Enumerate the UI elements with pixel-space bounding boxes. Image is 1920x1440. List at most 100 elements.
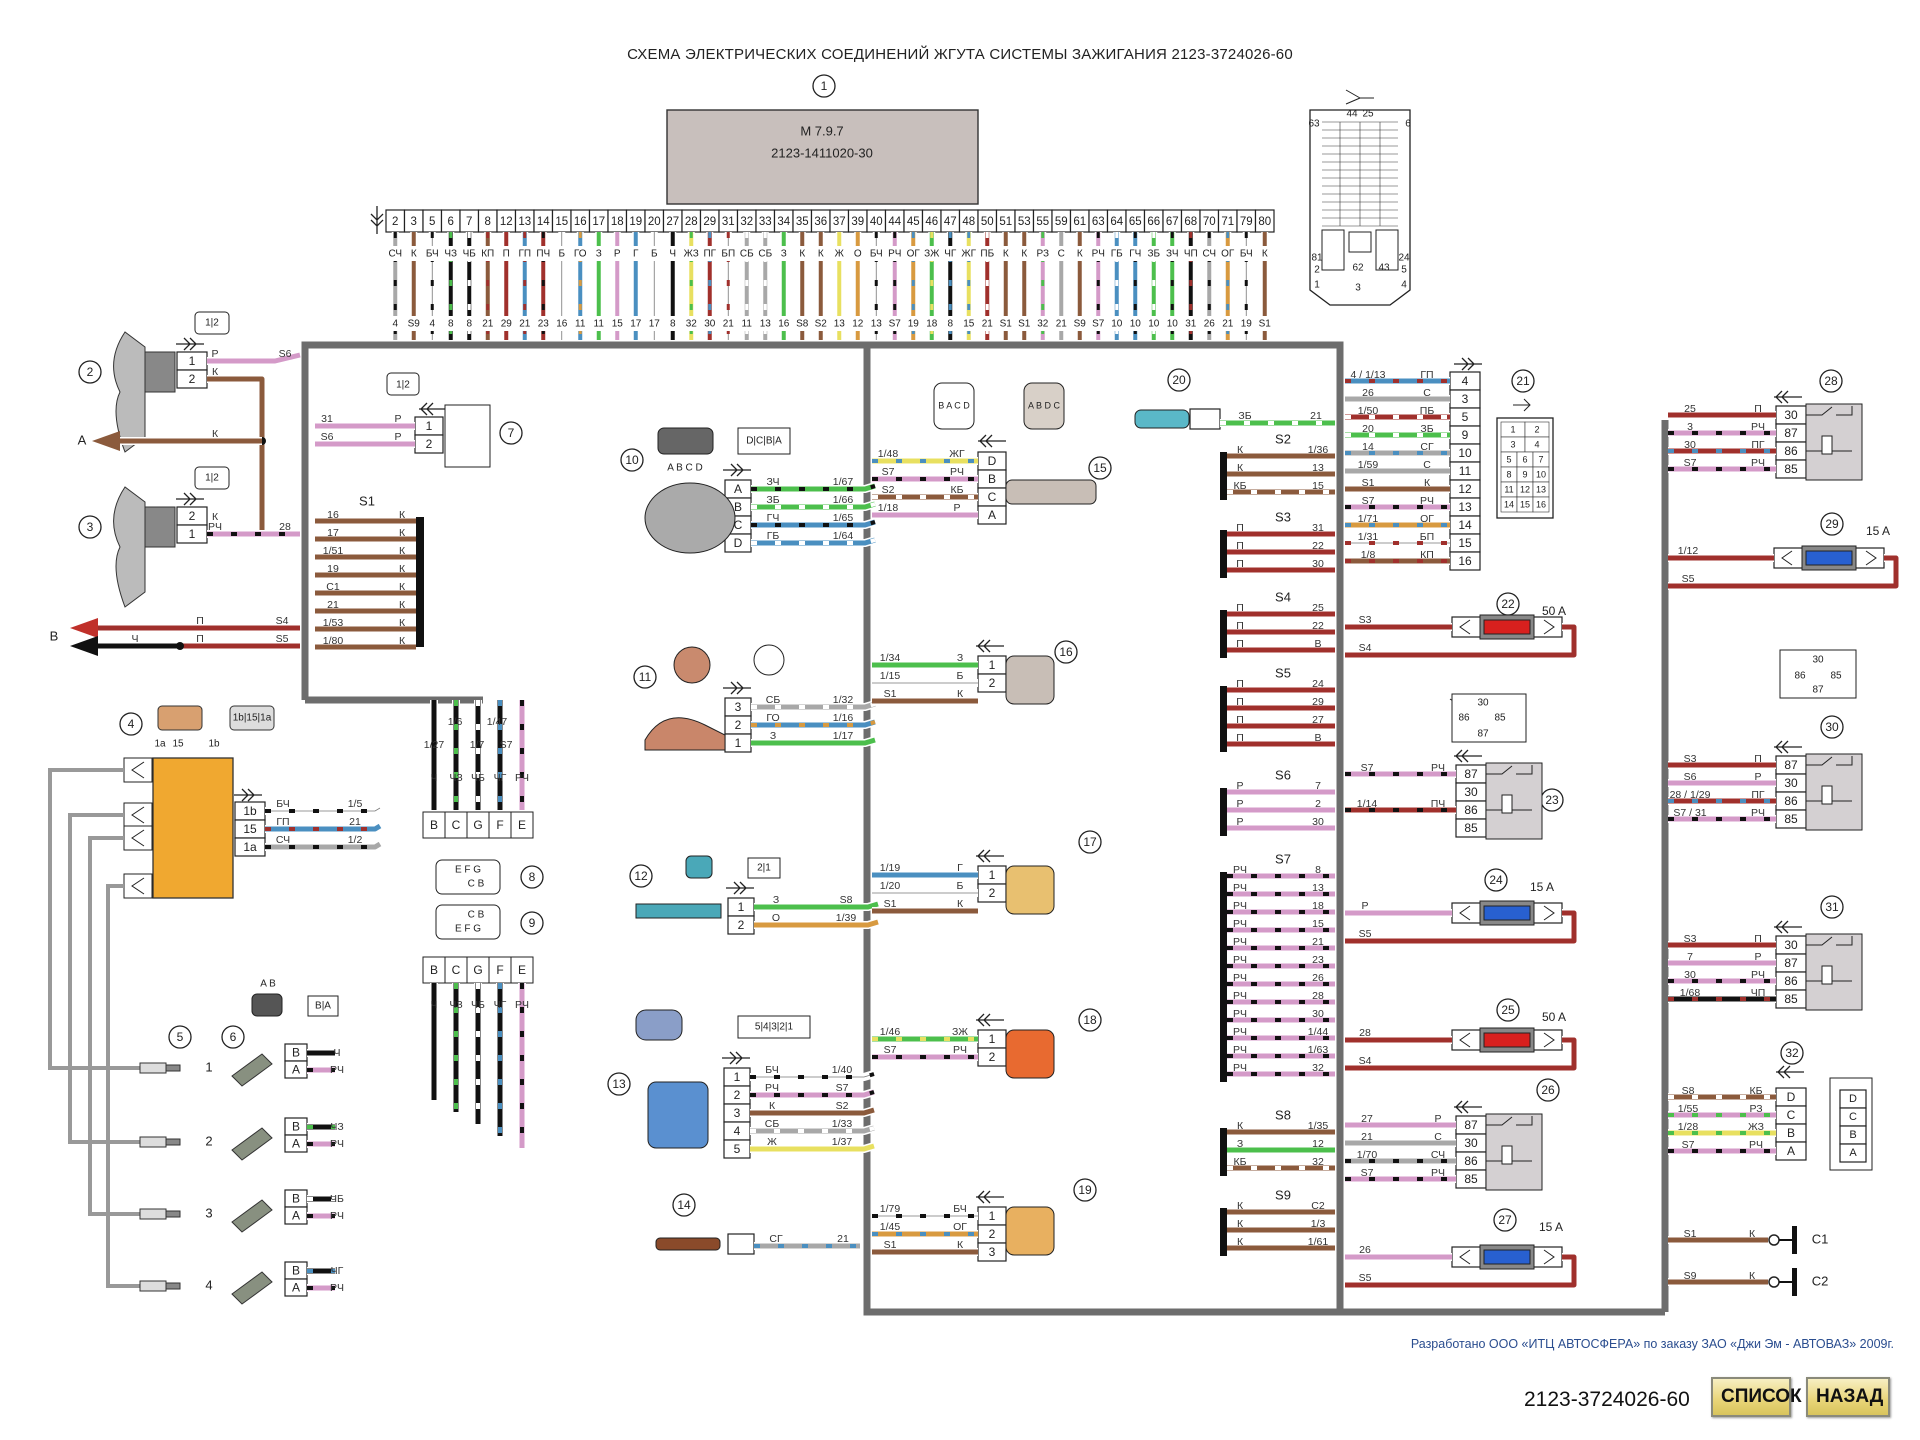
wire-code: К bbox=[957, 898, 964, 910]
arrow-path bbox=[176, 338, 204, 350]
wire-code: 1/40 bbox=[832, 1064, 853, 1076]
socket-pin: 87 bbox=[1477, 729, 1489, 740]
pin-label: 30 bbox=[1464, 785, 1478, 799]
socket-pin: 30 bbox=[1812, 655, 1824, 666]
wire-code: S7 bbox=[1361, 1167, 1374, 1179]
sensor-11-plug bbox=[674, 647, 710, 683]
splice-s6: S6Р7Р2Р30 bbox=[1220, 767, 1335, 836]
pin-label: 3 bbox=[735, 700, 742, 714]
label: 15 bbox=[172, 739, 184, 750]
pin-label: A bbox=[292, 1063, 300, 1077]
ecu-pin-destination: 10 bbox=[1148, 319, 1160, 330]
ground-terminal-icon bbox=[1769, 1235, 1779, 1245]
conn21-cell-label: 2 bbox=[1534, 424, 1539, 434]
socket-pin: 85 bbox=[1494, 713, 1506, 724]
wire-code: 1/16 bbox=[833, 712, 854, 724]
wire-code: ОГ bbox=[1420, 513, 1434, 525]
label: 62 bbox=[1352, 263, 1364, 274]
sensor-18: 121/46ЗЖS7РЧ18 bbox=[872, 1009, 1101, 1078]
wire-code: 30 bbox=[1312, 816, 1324, 828]
conn21-cell-label: 5 bbox=[1506, 454, 1511, 464]
splice-name: S8 bbox=[1275, 1107, 1291, 1122]
wire-code: 1/34 bbox=[880, 652, 901, 664]
list-button[interactable]: СПИСОК bbox=[1711, 1377, 1791, 1417]
component-ref-4: 4 bbox=[120, 713, 142, 735]
label: 6 bbox=[1405, 119, 1411, 130]
sensor-12-plug bbox=[686, 856, 712, 878]
label: 44 bbox=[1346, 109, 1358, 120]
wire-code: 1/3 bbox=[1311, 1218, 1326, 1230]
ecu-pin-destination: 17 bbox=[630, 319, 642, 330]
pin-label: A bbox=[292, 1281, 300, 1295]
connector-direction-icon bbox=[726, 882, 754, 894]
ecu-pin-70: 70СЧ26 bbox=[1200, 210, 1219, 340]
splice-bar bbox=[1220, 872, 1227, 1082]
ecu-pin-color: Б bbox=[651, 249, 658, 260]
ecu-pin-color: Р bbox=[614, 249, 621, 260]
wire-code: S6 bbox=[279, 348, 292, 360]
wire-code: РЧ bbox=[1233, 990, 1247, 1002]
relay-coil-icon bbox=[1502, 795, 1512, 813]
wire-code: 1/31 bbox=[1358, 531, 1379, 543]
pin-label: 1 bbox=[735, 736, 742, 750]
wire-code: 15 bbox=[1312, 480, 1324, 492]
wire-code: К bbox=[399, 581, 406, 593]
wire-code: РЧ bbox=[1751, 457, 1765, 469]
wire-code: 21 bbox=[837, 1233, 849, 1245]
sensor-14: 14СГ21 bbox=[656, 1194, 860, 1254]
pin-label: 16 bbox=[1458, 554, 1472, 568]
ecu-pin-31: 31БП21 bbox=[719, 210, 738, 340]
ecu-pin-destination: 23 bbox=[538, 319, 550, 330]
ecu-pin-number: 2 bbox=[392, 216, 398, 228]
component-ref-22: 22 bbox=[1497, 593, 1519, 615]
wire-code: П bbox=[1754, 403, 1762, 415]
spark-plug-tip bbox=[166, 1065, 180, 1071]
ecu-pin-color: БЧ bbox=[1240, 249, 1253, 260]
pin-label: 1 bbox=[989, 868, 996, 882]
ref-number: 28 bbox=[1824, 374, 1838, 388]
ecu-pin-80: 80КS1 bbox=[1256, 210, 1275, 340]
face-direction-icon bbox=[1346, 90, 1374, 104]
wire-code: ПГ bbox=[1751, 439, 1765, 451]
pin-block: 30878685 bbox=[1776, 936, 1806, 1008]
ecu-pin-color: К bbox=[1077, 249, 1083, 260]
pin-block: BA bbox=[285, 1190, 307, 1224]
connector-direction-icon bbox=[371, 206, 383, 234]
pin-block: BA bbox=[285, 1262, 307, 1296]
conn-pinout: 1|2 bbox=[396, 380, 410, 391]
back-button[interactable]: НАЗАД bbox=[1806, 1377, 1890, 1417]
ecu-pin-color: РЗ bbox=[1037, 249, 1050, 260]
ref-number: 30 bbox=[1825, 720, 1839, 734]
wire-code: S1 bbox=[1684, 1228, 1697, 1240]
wire-code: 1/8 bbox=[1361, 549, 1376, 561]
arrow-path bbox=[1454, 358, 1482, 370]
splice-name: S9 bbox=[1275, 1187, 1291, 1202]
wire-code: 30 bbox=[1684, 439, 1696, 451]
wire-code: П bbox=[1236, 540, 1244, 552]
ecu-pin-color: З bbox=[596, 249, 602, 260]
wire-code: К bbox=[1237, 462, 1244, 474]
pin-label: 86 bbox=[1784, 444, 1798, 458]
label: 24 bbox=[1398, 253, 1410, 264]
wire-code: S2 bbox=[882, 484, 895, 496]
pin-label: 2 bbox=[989, 1050, 996, 1064]
ecu-pin-79: 79БЧ19 bbox=[1237, 210, 1256, 340]
wire-code: П bbox=[1236, 732, 1244, 744]
pin-label: 15 bbox=[1458, 536, 1472, 550]
ecu-pin-destination: 12 bbox=[852, 319, 864, 330]
wire-code: КБ bbox=[950, 484, 963, 496]
wire-code: 1/65 bbox=[833, 512, 854, 524]
wire-code: Ч bbox=[132, 633, 139, 645]
wire-code: К bbox=[399, 527, 406, 539]
wire-code: КБ bbox=[1233, 1156, 1246, 1168]
fuse-22: 2250 AS3S4 bbox=[1345, 593, 1574, 655]
connector-direction-icon bbox=[1774, 391, 1802, 403]
sensor-11-body-icon bbox=[645, 718, 725, 750]
fan-motor-2: 2121|2РS6К bbox=[79, 312, 300, 534]
ecu-pin-color: РЧ bbox=[1092, 249, 1105, 260]
ecu-pin-color: ЖЗ bbox=[684, 249, 699, 260]
label: 1a bbox=[154, 739, 166, 750]
ecu-pin-45: 45ОГ19 bbox=[904, 210, 923, 340]
wire-code: S7 bbox=[882, 466, 895, 478]
pin-block: 12 bbox=[978, 866, 1006, 902]
